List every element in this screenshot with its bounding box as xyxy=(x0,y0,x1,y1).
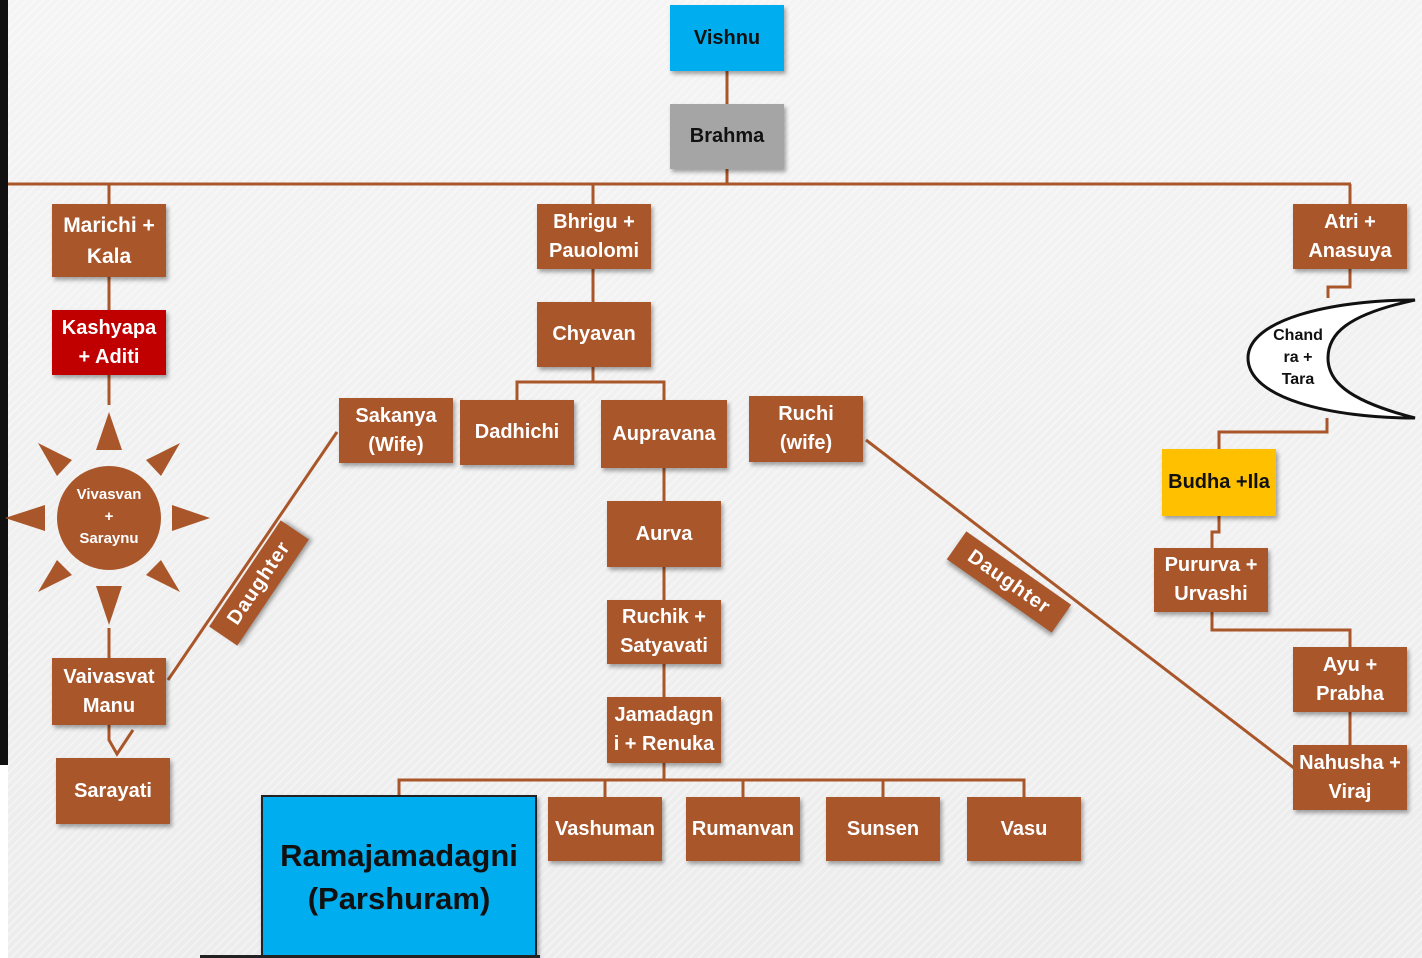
left-edge-gap xyxy=(0,765,8,958)
node-vashuman: Vashuman xyxy=(548,797,662,861)
node-vishnu: Vishnu xyxy=(670,5,784,71)
node-marichi: Marichi + Kala xyxy=(52,204,166,277)
node-sunsen: Sunsen xyxy=(826,797,940,861)
node-aupravana: Aupravana xyxy=(601,400,727,468)
node-dadhichi: Dadhichi xyxy=(460,400,574,465)
node-ruchi: Ruchi (wife) xyxy=(749,396,863,462)
moon-shape xyxy=(1246,298,1416,420)
node-ruchik: Ruchik + Satyavati xyxy=(607,600,721,664)
node-bhrigu: Bhrigu + Pauolomi xyxy=(537,204,651,269)
node-chandra: Chand ra + Tara xyxy=(1273,327,1323,388)
node-pururva: Pururva + Urvashi xyxy=(1154,548,1268,612)
node-vasu: Vasu xyxy=(967,797,1081,861)
node-ayu: Ayu + Prabha xyxy=(1293,647,1407,712)
node-vaivasvat: Vaivasvat Manu xyxy=(52,658,166,725)
node-kashyapa: Kashyapa + Aditi xyxy=(52,310,166,375)
node-parshuram: Ramajamadagni (Parshuram) xyxy=(261,795,537,958)
node-chyavan: Chyavan xyxy=(537,302,651,367)
node-jamadagni: Jamadagn i + Renuka xyxy=(607,697,721,763)
node-brahma: Brahma xyxy=(670,104,784,169)
node-budha: Budha +Ila xyxy=(1162,449,1276,516)
node-nahusha: Nahusha + Viraj xyxy=(1293,745,1407,810)
node-aurva: Aurva xyxy=(607,501,721,567)
node-sakanya: Sakanya (Wife) xyxy=(339,398,453,463)
node-sarayati: Sarayati xyxy=(56,758,170,824)
sun-rays xyxy=(5,412,210,625)
bottom-edge-line xyxy=(200,955,540,958)
node-atri: Atri + Anasuya xyxy=(1293,204,1407,269)
node-rumanvan: Rumanvan xyxy=(686,797,800,861)
left-edge-bar xyxy=(0,0,8,765)
node-vivasvan: Vivasvan + Saraynu xyxy=(76,486,142,547)
